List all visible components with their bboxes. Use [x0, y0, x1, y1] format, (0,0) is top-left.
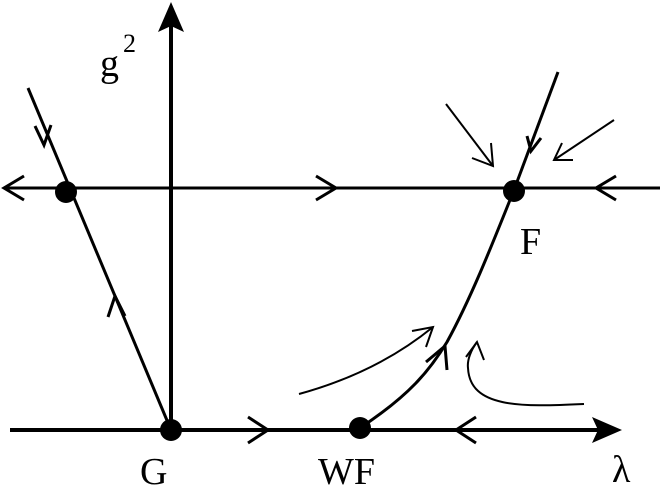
label-wf: WF: [318, 451, 375, 493]
curved-flow-arrow-left: [298, 325, 435, 395]
flow-arrow-g-to-wf: [247, 415, 271, 445]
x-axis-label: λ: [612, 449, 631, 491]
fixed-point-f: [503, 180, 525, 202]
flow-arrow-down-left: [33, 124, 53, 149]
incoming-arrow-left-of-f: [445, 103, 495, 168]
g2-axis: [158, 2, 184, 430]
incoming-arrow-right-of-f: [552, 119, 615, 161]
label-g: G: [140, 451, 167, 493]
g2-axis-arrowhead: [158, 2, 184, 32]
flow-arrow-down-f: [525, 135, 543, 155]
flow-arrow-on-curve: [425, 342, 449, 371]
wf-to-f-curve: [359, 189, 516, 430]
flow-arrow-toward-wf: [453, 415, 477, 445]
curved-flow-arrow-right: [465, 339, 585, 407]
fixed-point-upper-left: [55, 181, 77, 203]
upper-horizontal-line: [1, 174, 660, 202]
flow-arrow-up-left: [106, 292, 127, 318]
fixed-point-wf: [349, 417, 371, 439]
lambda-axis-arrowhead: [592, 417, 622, 443]
flow-arrow-right: [315, 174, 339, 202]
lambda-axis: [10, 417, 622, 443]
f-upper-line: [512, 71, 560, 191]
y-axis-label-exponent: 2: [123, 29, 136, 58]
fixed-point-g: [160, 419, 182, 441]
flow-arrow-left: [593, 174, 617, 202]
y-axis-label: g: [100, 43, 119, 85]
label-f: F: [520, 221, 541, 263]
left-flow-line: [26, 87, 173, 431]
